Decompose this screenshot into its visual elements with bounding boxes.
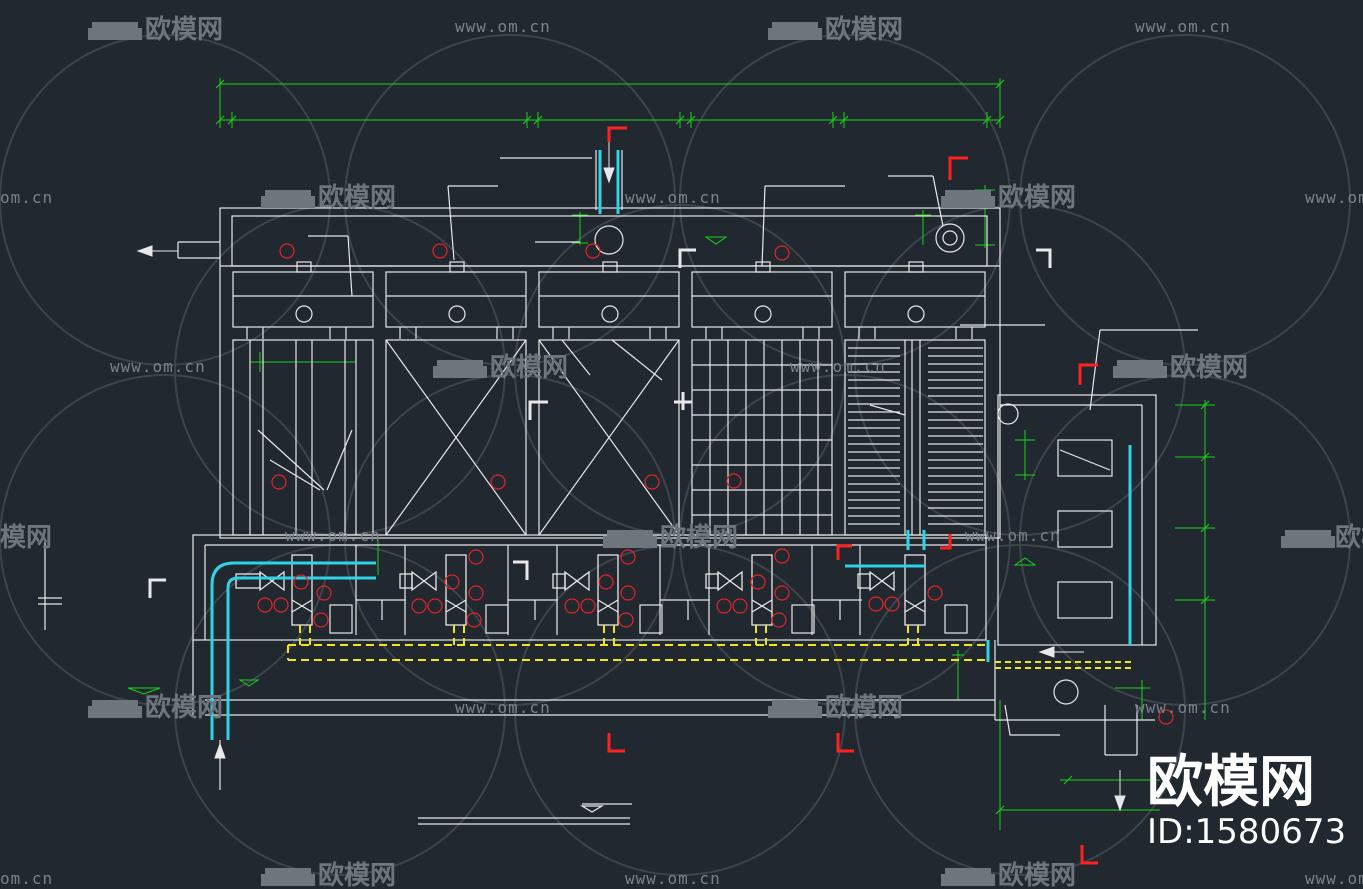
watermark-url: www.om.cn — [1135, 17, 1231, 36]
section-marks-white — [148, 248, 1052, 598]
watermark-arcs — [0, 34, 1351, 876]
water-pipes — [210, 150, 1132, 740]
watermark-url: www.om.cn — [965, 526, 1061, 545]
watermark-url: www.om.cn — [625, 188, 721, 207]
watermark-url: om.cn — [0, 188, 53, 207]
watermark-texts: www.om.cn www.om.cn www.om.cn www.om.cn … — [0, 14, 1363, 889]
watermark-brand: 欧模网 — [318, 860, 396, 889]
watermark-url: www.om.cn — [1305, 188, 1363, 207]
watermark-url: www.om.cn — [285, 526, 381, 545]
brand-stamp-id: ID:1580673 — [1147, 812, 1346, 852]
flow-arrows — [136, 138, 1126, 812]
watermark-url: www.om.cn — [1305, 869, 1363, 888]
watermark-brand: 模网 — [0, 523, 52, 553]
section-cut-icon — [948, 156, 968, 180]
watermark-url: om.cn — [0, 869, 53, 888]
section-marks — [607, 126, 1098, 865]
section-cut-icon — [1080, 845, 1098, 865]
watermark-url: www.om.cn — [455, 17, 551, 36]
watermark-brand: 欧模网 — [1335, 522, 1363, 553]
sofa-logo-icon — [88, 22, 1335, 886]
watermark-brand: 欧模网 — [660, 522, 738, 553]
watermark-brand: 欧模网 — [145, 14, 223, 45]
section-cut-icon — [836, 733, 854, 753]
arrow-icon — [1038, 646, 1055, 658]
section-cut-icon — [940, 534, 952, 550]
watermark-brand: 欧模网 — [998, 182, 1076, 213]
section-cut-icon — [1078, 363, 1098, 385]
section-cut-icon — [607, 733, 625, 753]
drain-pipe — [287, 625, 1135, 669]
watermark-brand: 欧模网 — [998, 860, 1076, 889]
watermark-brand: 欧模网 — [318, 182, 396, 213]
section-cut-icon — [836, 544, 852, 560]
tank-structure — [38, 150, 1198, 825]
watermark-brand: 欧模网 — [145, 692, 223, 723]
watermark-url: www.om.cn — [455, 698, 551, 717]
watermark-brand: 欧模网 — [1170, 352, 1248, 383]
section-cut-icon — [607, 126, 627, 142]
watermark-url: www.om.cn — [1135, 698, 1231, 717]
watermark-brand: 欧模网 — [825, 692, 903, 723]
brand-stamp: 欧模网 ID:1580673 — [1147, 750, 1346, 852]
arrow-icon — [214, 742, 226, 759]
arrow-icon — [603, 167, 615, 184]
arrow-icon — [1114, 795, 1126, 812]
dimension-lines — [127, 78, 1215, 830]
brand-stamp-name: 欧模网 — [1147, 750, 1315, 815]
watermark-brand: 欧模网 — [825, 14, 903, 45]
arrow-icon — [136, 245, 153, 257]
watermark-url: www.om.cn — [790, 357, 886, 376]
watermark-url: www.om.cn — [110, 357, 206, 376]
watermark-brand: 欧模网 — [490, 352, 568, 383]
watermark-url: www.om.cn — [625, 869, 721, 888]
valve-markers — [257, 243, 1174, 725]
